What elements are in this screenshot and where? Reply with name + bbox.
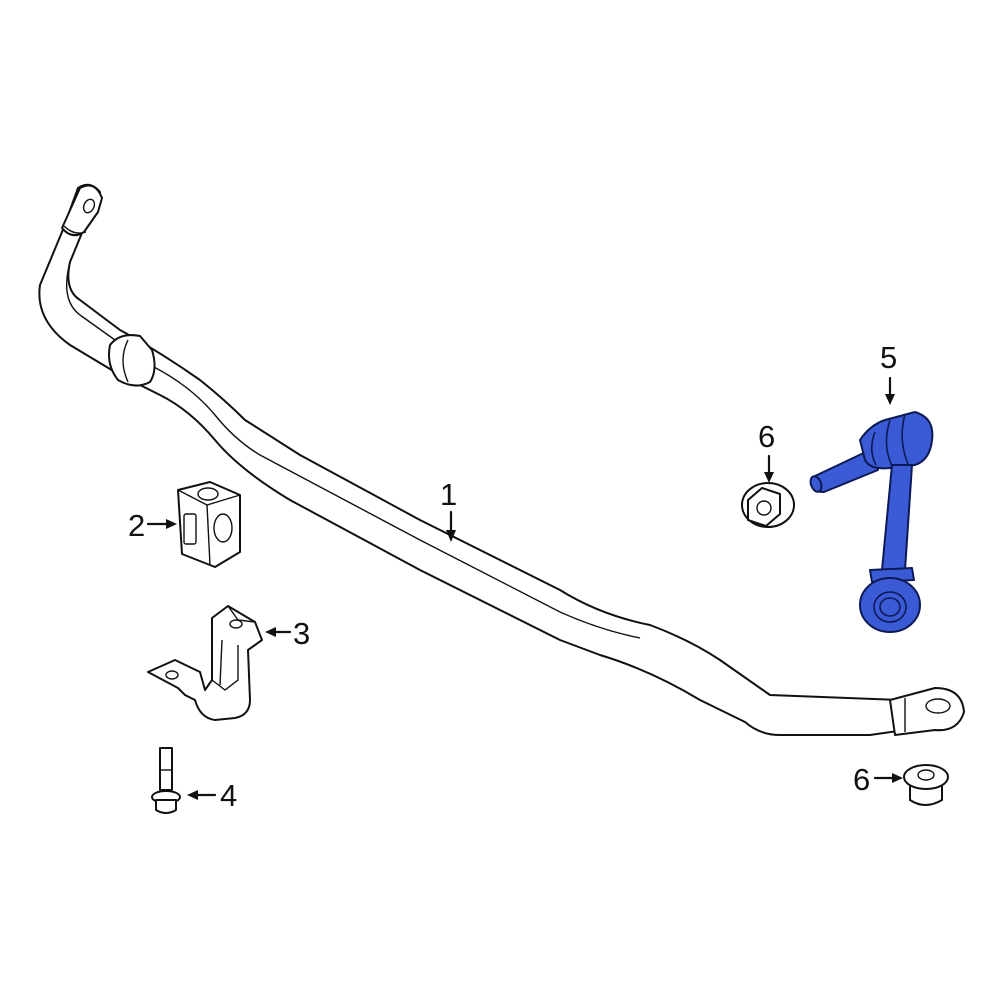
callout-3: 3 xyxy=(265,616,310,651)
callout-label-4: 4 xyxy=(220,778,237,813)
nut-upper[interactable] xyxy=(741,482,795,528)
nut-lower[interactable] xyxy=(903,764,949,806)
callout-label-6a: 6 xyxy=(758,419,775,454)
callout-6b: 6 xyxy=(853,762,903,797)
callout-label-2: 2 xyxy=(128,508,145,543)
callout-label-1: 1 xyxy=(440,477,457,512)
callout-1: 1 xyxy=(440,477,457,542)
callout-label-5: 5 xyxy=(880,340,897,375)
stabilizer-link[interactable] xyxy=(809,411,934,633)
callout-label-6b: 6 xyxy=(853,762,870,797)
bushing[interactable] xyxy=(177,481,241,568)
callout-label-3: 3 xyxy=(293,616,310,651)
callout-4: 4 xyxy=(187,778,237,813)
callout-5: 5 xyxy=(880,340,897,405)
stabilizer-bar[interactable] xyxy=(38,183,965,736)
callout-2: 2 xyxy=(128,508,177,543)
callout-6a: 6 xyxy=(758,419,775,483)
bracket[interactable] xyxy=(147,605,263,721)
bolt[interactable] xyxy=(151,747,181,814)
